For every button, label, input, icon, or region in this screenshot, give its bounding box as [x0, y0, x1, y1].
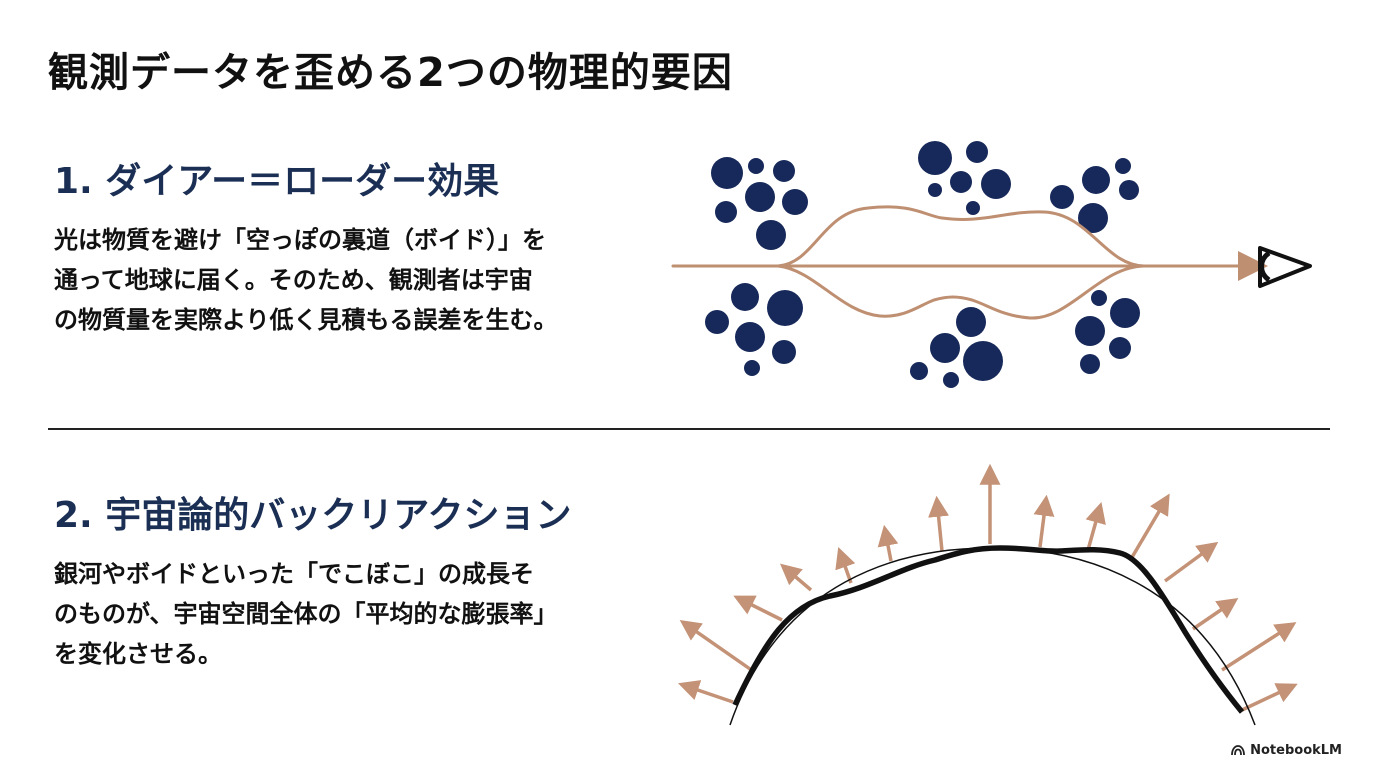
lumpy-universe-curve	[732, 545, 1245, 714]
expansion-arrow	[877, 524, 899, 562]
page-title: 観測データを歪める2つの物理的要因	[48, 50, 733, 96]
light-path-lower	[776, 264, 1147, 320]
galaxy-dot	[767, 290, 803, 326]
eye-icon	[1258, 246, 1312, 288]
galaxy-dot	[956, 307, 986, 337]
galaxy-dot	[1050, 185, 1074, 209]
galaxy-dot	[1075, 316, 1105, 346]
galaxy-cluster-group	[705, 141, 1140, 388]
galaxy-dot	[772, 340, 796, 364]
galaxy-dot	[943, 372, 959, 388]
galaxy-dot	[928, 183, 942, 197]
expansion-arrow	[1033, 494, 1055, 548]
section1-body: 光は物質を避け「空っぽの裏道（ボイド）」を 通って地球に届く。そのため、観測者は…	[54, 220, 634, 340]
section1-body-line: 通って地球に届く。そのため、観測者は宇宙	[54, 266, 533, 294]
galaxy-dot	[1109, 337, 1131, 359]
galaxy-dot	[756, 220, 786, 250]
section2-body-line: 銀河やボイドといった「でこぼこ」の成長そ	[54, 560, 534, 588]
notebooklm-brand: NotebookLM	[1231, 743, 1342, 758]
expansion-arrow	[678, 680, 734, 704]
galaxy-dot	[782, 189, 808, 215]
galaxy-dot	[930, 333, 960, 363]
light-path-upper	[776, 205, 1147, 268]
galaxy-dot	[745, 182, 775, 212]
section2-body: 銀河やボイドといった「でこぼこ」の成長そ のものが、宇宙空間全体の「平均的な膨張…	[54, 554, 634, 674]
expansion-arrow	[679, 619, 752, 671]
galaxy-dot	[748, 158, 764, 174]
galaxy-dot	[1091, 290, 1107, 306]
section2-heading: 2. 宇宙論的バックリアクション	[54, 495, 572, 536]
galaxy-dot	[918, 141, 952, 175]
galaxy-dot	[1115, 158, 1131, 174]
galaxy-dot	[966, 141, 988, 163]
galaxy-dot	[731, 283, 759, 311]
galaxy-dot	[910, 362, 928, 380]
notebooklm-logo-icon	[1231, 745, 1246, 756]
section-divider	[48, 428, 1330, 430]
section2-body-line: を変化させる。	[54, 640, 222, 668]
section1-body-line: の物質量を実際より低く見積もる誤差を生む。	[54, 306, 558, 334]
expansion-arrows	[678, 463, 1298, 712]
expansion-arrow	[835, 547, 856, 584]
galaxy-dot	[1082, 166, 1110, 194]
galaxy-dot	[1110, 298, 1140, 328]
expansion-arrow	[1221, 622, 1297, 672]
galaxy-dot	[711, 157, 743, 189]
galaxy-dot	[1119, 180, 1139, 200]
expansion-arrow	[1129, 493, 1170, 560]
light-paths	[671, 205, 1268, 320]
expansion-arrow	[733, 595, 783, 622]
galaxy-dot	[1078, 203, 1108, 233]
expansion-arrow	[1163, 541, 1219, 583]
expansion-arrow	[1241, 683, 1298, 712]
dyer-roeder-diagram	[671, 141, 1312, 388]
galaxy-dot	[773, 160, 795, 182]
galaxy-dot	[1080, 354, 1100, 374]
section1-body-line: 光は物質を避け「空っぽの裏道（ボイド）」を	[54, 226, 546, 254]
galaxy-dot	[981, 169, 1011, 199]
galaxy-dot	[735, 322, 765, 352]
expansion-arrow	[1085, 501, 1106, 551]
brand-label: NotebookLM	[1250, 743, 1342, 758]
backreaction-diagram	[678, 463, 1298, 726]
galaxy-dot	[950, 171, 972, 193]
section1-heading: 1. ダイアー＝ローダー効果	[54, 161, 500, 202]
galaxy-dot	[966, 201, 980, 215]
galaxy-dot	[705, 310, 729, 334]
section2-body-line: のものが、宇宙空間全体の「平均的な膨張率」	[54, 600, 558, 628]
expansion-arrow	[780, 563, 813, 592]
galaxy-dot	[963, 341, 1003, 381]
galaxy-dot	[744, 360, 760, 376]
expansion-arrow	[1192, 598, 1239, 631]
galaxy-dot	[715, 201, 737, 223]
expansion-arrow	[928, 495, 950, 552]
